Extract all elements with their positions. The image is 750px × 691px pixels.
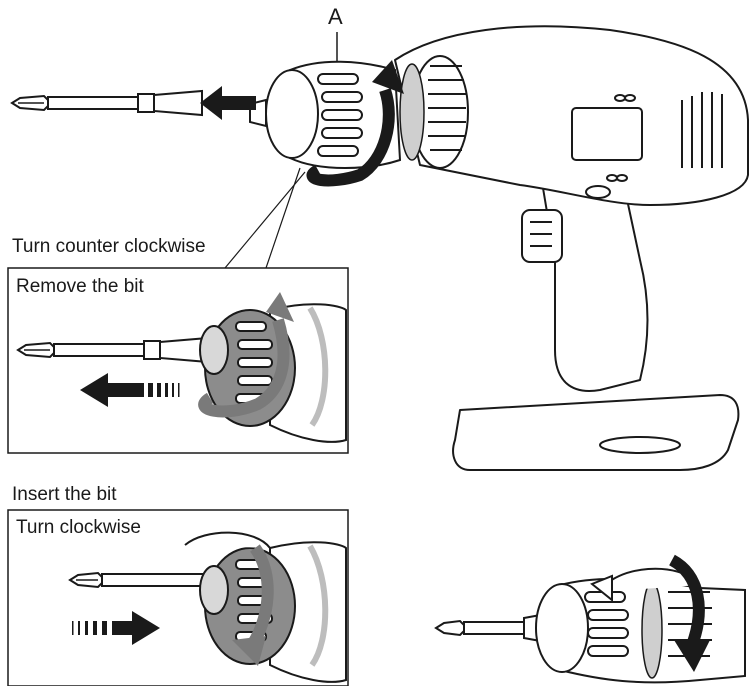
- torque-collar: [399, 55, 469, 169]
- drill-body: [394, 25, 749, 471]
- turn-clockwise-label: Turn clockwise: [16, 517, 141, 538]
- chuck-a: [249, 60, 404, 187]
- remove-arrow-detail: [80, 373, 180, 407]
- ccw-arrow-remove: [198, 318, 290, 418]
- chuck-bottom-right: [434, 554, 746, 684]
- detail-leader-1: [224, 171, 306, 269]
- cw-arrow-bottom-right: [668, 554, 705, 648]
- callout-label-a: A: [328, 4, 343, 29]
- ccw-rotation-arrow: [306, 88, 395, 187]
- remove-arrow-top: [200, 86, 256, 120]
- remove-bit-label: Remove the bit: [16, 276, 144, 297]
- chuck-remove: [198, 292, 347, 443]
- chuck-insert: [184, 531, 347, 683]
- insert-bit-label: Insert the bit: [12, 484, 117, 505]
- bit-insert: [68, 571, 209, 589]
- insert-arrow-detail: [72, 611, 160, 645]
- detail-leader-2: [265, 167, 301, 269]
- cw-arrow-insert-outline: [184, 531, 271, 549]
- drill-details: [530, 92, 723, 247]
- turn-counter-clockwise-label: Turn counter clockwise: [12, 236, 206, 257]
- bit-top: [11, 90, 203, 116]
